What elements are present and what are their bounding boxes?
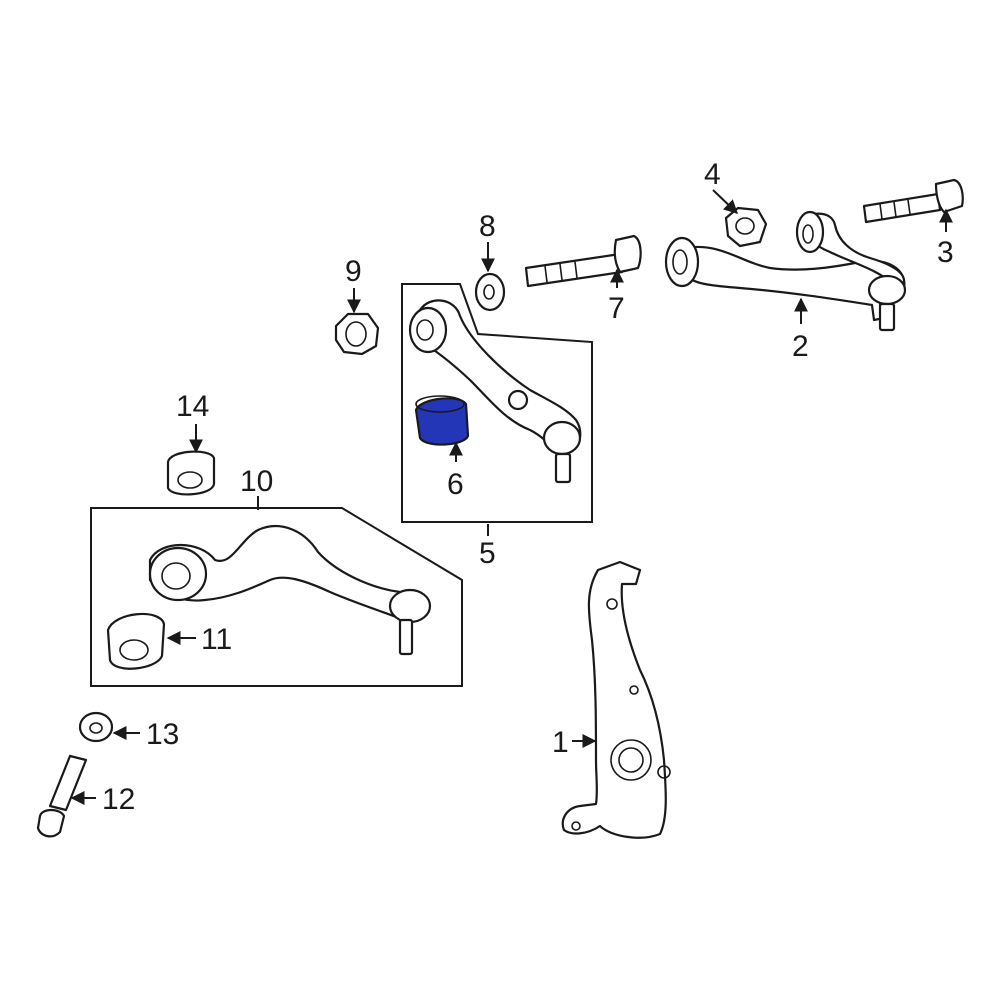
callout-13: 13 xyxy=(146,718,179,751)
nut-9 xyxy=(334,312,380,356)
bushing-14 xyxy=(166,450,216,496)
callout-6: 6 xyxy=(447,468,464,501)
bushing-11 xyxy=(106,612,166,670)
bolt-3 xyxy=(862,178,964,224)
callout-2: 2 xyxy=(792,330,809,363)
group-box-10 xyxy=(90,507,463,687)
callout-9: 9 xyxy=(345,255,362,288)
steering-knuckle xyxy=(561,560,671,839)
callout-5: 5 xyxy=(479,537,496,570)
group-box-5 xyxy=(401,283,593,523)
control-arm-5 xyxy=(408,299,582,484)
callout-7: 7 xyxy=(608,292,625,325)
washer-13 xyxy=(78,711,114,743)
control-arm-10 xyxy=(148,525,432,656)
callout-1: 1 xyxy=(552,726,569,759)
callout-12: 12 xyxy=(102,783,135,816)
callout-3: 3 xyxy=(937,236,954,269)
leader-4 xyxy=(712,189,739,214)
nut-4 xyxy=(724,206,768,248)
upper-control-arm xyxy=(664,210,907,332)
callout-4: 4 xyxy=(704,158,721,191)
bushing-6 xyxy=(414,395,470,446)
bolt-7 xyxy=(524,234,642,288)
callout-8: 8 xyxy=(479,210,496,243)
callout-14: 14 xyxy=(176,390,209,423)
bolt-12 xyxy=(36,754,88,838)
callout-10: 10 xyxy=(240,465,273,498)
callout-11: 11 xyxy=(201,623,232,656)
washer-8 xyxy=(474,272,506,312)
